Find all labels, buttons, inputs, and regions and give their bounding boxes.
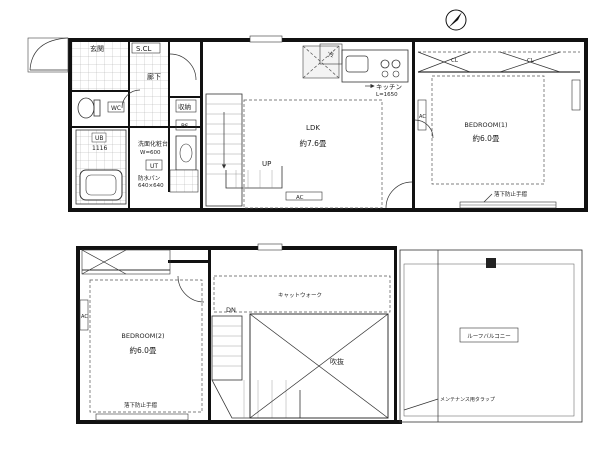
entrance-arc: [29, 37, 69, 71]
storage-label: 収納: [178, 102, 191, 111]
floor1-walls: [68, 38, 588, 212]
ub-label: UB: [95, 135, 104, 142]
hallway-floor: [130, 54, 168, 126]
bedroom1-size: 約6.0畳: [473, 133, 500, 143]
bedroom2-label: BEDROOM(2): [121, 332, 164, 340]
floor2-walls: [76, 246, 402, 424]
ut-label: UT: [150, 163, 158, 170]
ac-unit-3: AC: [81, 314, 88, 320]
waterproof-pan-label: 防水パン: [138, 174, 161, 182]
maintenance-ladder-label: メンテナンス用タラップ: [440, 396, 495, 403]
north-arrow-icon: [445, 9, 467, 31]
bedroom1-label: BEDROOM(1): [464, 121, 507, 129]
railing-1f-label: 落下防止手摺: [494, 190, 528, 198]
ac-unit-2: AC: [419, 114, 426, 120]
catwalk-label: キャットウォーク: [278, 291, 322, 299]
waterproof-pan-size: 640×640: [138, 183, 164, 189]
genkan-label: 玄関: [90, 44, 104, 53]
roof-balcony: [399, 249, 583, 423]
floor1: 玄関 S.CL 廊下 WC UB 1116 洗面化粧台 W=600 UT 防水パ…: [27, 9, 588, 212]
closet2-label: CL: [527, 58, 535, 64]
washroom-label: 洗面化粧台: [138, 140, 168, 148]
floor2: BEDROOM(2) 約6.0畳 AC 落下防止手摺 DN キャットウォーク 吹…: [76, 243, 583, 424]
hallway-label: 廊下: [147, 72, 161, 81]
closet-rail: [417, 51, 580, 73]
stairs-2f: [211, 315, 301, 419]
kitchen-counter: [341, 49, 409, 83]
toilet-icon: [77, 97, 101, 119]
ub-size: 1116: [92, 145, 107, 152]
void-label: 吹抜: [330, 357, 344, 366]
washroom-width: W=600: [140, 150, 161, 156]
kitchen-label: キッチン: [376, 83, 402, 91]
stairs-down-label: DN: [226, 306, 236, 314]
kitchen-length: L=1650: [376, 92, 398, 98]
refrigerator-label: 冷: [328, 51, 334, 59]
ldk-size: 約7.6畳: [300, 138, 327, 148]
ldk-label: LDK: [306, 124, 320, 132]
ps-label: PS: [181, 123, 189, 130]
bedroom2-size: 約6.0畳: [130, 345, 157, 355]
railing-2f-label: 落下防止手摺: [124, 401, 158, 409]
shoes-closet-label: S.CL: [136, 45, 152, 53]
stairs-1f: [205, 93, 283, 207]
wc-label: WC: [111, 105, 121, 112]
genkan-floor: [72, 42, 128, 90]
roof-balcony-label: ルーフバルコニー: [467, 333, 511, 340]
stairs-up-label: UP: [262, 160, 271, 168]
closet1-label: CL: [451, 58, 459, 64]
ac-unit-1: AC: [296, 195, 304, 201]
void-area: [249, 313, 389, 419]
sink-icon: [175, 135, 197, 171]
bathtub-icon: [79, 169, 123, 201]
